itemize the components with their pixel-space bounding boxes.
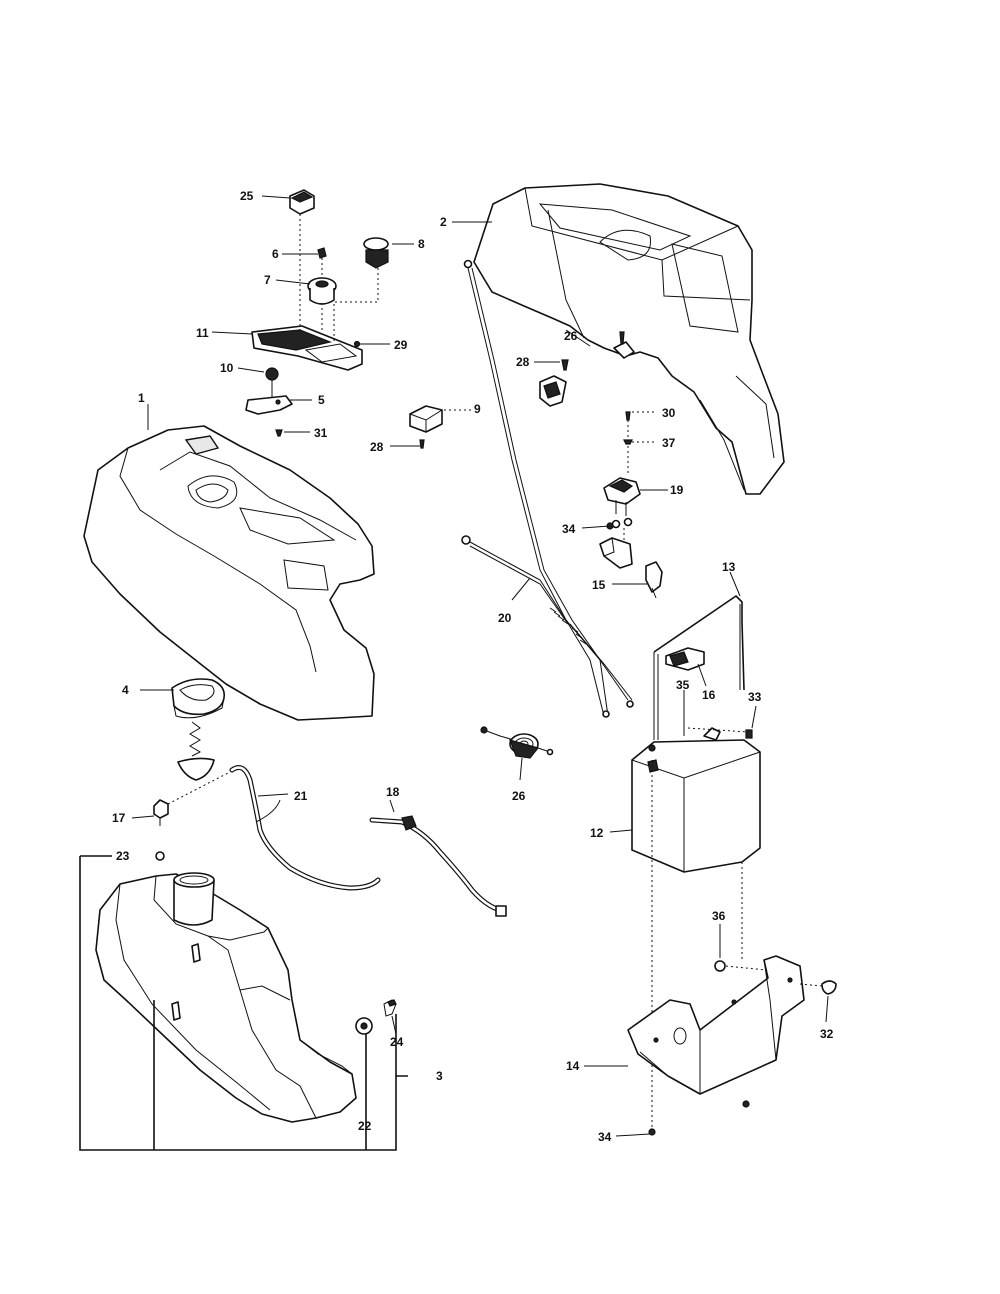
part-15-clamp	[645, 561, 663, 593]
part-35-bracket	[703, 727, 721, 741]
part-5-bracket	[245, 395, 293, 415]
assembly-lines	[299, 214, 629, 540]
part-2-rear-housing	[473, 183, 785, 495]
callout-24: 24	[390, 1035, 404, 1049]
callout-36: 36	[712, 909, 726, 923]
callout-19: 19	[670, 483, 684, 497]
part-20-cable	[461, 259, 634, 718]
part-29-screw	[353, 340, 361, 348]
part-28-screw-b	[561, 359, 569, 371]
callout-25: 25	[240, 189, 254, 203]
part-36-nut	[714, 960, 726, 972]
callout-35: 35	[676, 678, 690, 692]
callout-23: 23	[116, 849, 130, 863]
part-23-grommet	[155, 851, 165, 861]
callout-34-a: 34	[562, 522, 576, 536]
callout-17: 17	[112, 811, 126, 825]
part-31-screw	[275, 429, 283, 437]
fuel-cap-and-hoses	[153, 678, 507, 917]
fuel-sensor-parts	[599, 411, 663, 599]
callout-12: 12	[590, 826, 604, 840]
part-30-screw	[625, 411, 631, 421]
part-3-group-bracket	[79, 855, 408, 1151]
battery-parts	[606, 522, 837, 1136]
callout-7: 7	[264, 273, 271, 287]
callout-20: 20	[498, 611, 512, 625]
callout-18: 18	[386, 785, 400, 799]
callout-33: 33	[748, 690, 762, 704]
callout-11: 11	[196, 326, 209, 340]
part-21-hose	[229, 765, 381, 891]
part-1-front-housing	[83, 425, 375, 721]
leader-lines	[131, 195, 829, 1137]
callout-15: 15	[592, 578, 606, 592]
callout-28-a: 28	[370, 440, 384, 454]
part-33-bolt	[745, 729, 753, 739]
part-37-washer	[623, 439, 633, 445]
control-panel-parts	[245, 189, 389, 437]
callout-9: 9	[474, 402, 481, 416]
callout-37: 37	[662, 436, 676, 450]
callout-8: 8	[418, 237, 425, 251]
part-8-switch	[363, 237, 389, 251]
callout-4: 4	[122, 683, 129, 697]
part-18-hose	[369, 817, 503, 913]
callout-31: 31	[314, 426, 328, 440]
part-10-knob	[265, 367, 279, 381]
part-14-battery-bracket	[627, 955, 805, 1095]
callout-3: 3	[436, 1069, 443, 1083]
callout-21: 21	[294, 789, 308, 803]
callout-10: 10	[220, 361, 234, 375]
callout-2: 2	[440, 215, 447, 229]
callout-29: 29	[394, 338, 408, 352]
callout-14: 14	[566, 1059, 580, 1073]
callout-34-b: 34	[598, 1130, 612, 1144]
part-28-screw-a	[419, 439, 425, 449]
callout-1: 1	[138, 391, 145, 405]
part-3-fuel-tank	[95, 851, 397, 1123]
callout-30: 30	[662, 406, 676, 420]
callout-6: 6	[272, 247, 279, 261]
callout-labels: 25 6 8 7 11 29 10 5 31 1 2 9 28 26 28 30…	[112, 189, 834, 1144]
callout-26-a: 26	[564, 329, 578, 343]
part-26-coil	[480, 726, 554, 759]
part-6-key	[317, 247, 327, 259]
callout-16: 16	[702, 688, 716, 702]
part-13-strap	[653, 595, 745, 691]
part-34-nut-b	[648, 1128, 656, 1136]
callout-28-b: 28	[516, 355, 530, 369]
part-12-battery	[631, 739, 761, 873]
part-17-valve	[153, 799, 169, 819]
relay-parts	[409, 331, 635, 449]
part-32-bolt	[821, 980, 837, 995]
callout-22: 22	[358, 1119, 372, 1133]
callout-5: 5	[318, 393, 325, 407]
part-9-relay	[409, 405, 443, 433]
callout-13: 13	[722, 560, 736, 574]
callout-32: 32	[820, 1027, 834, 1041]
callout-26-b: 26	[512, 789, 526, 803]
